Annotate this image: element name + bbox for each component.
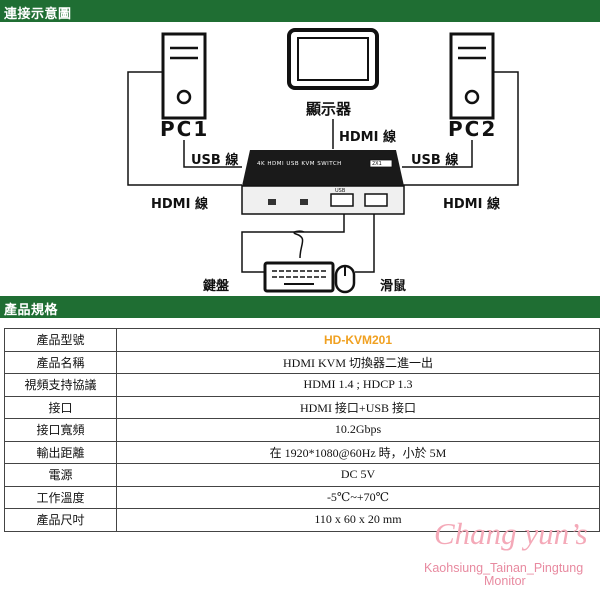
- spec-key: 產品名稱: [4, 350, 117, 374]
- spec-table: 產品型號 HD-KVM201 產品名稱 HDMI KVM 切換器二進一出 視頻支…: [4, 328, 600, 532]
- table-row: 產品型號 HD-KVM201: [4, 328, 600, 352]
- kvm-switch-icon: [241, 150, 405, 215]
- spec-key: 視頻支持協議: [4, 373, 117, 397]
- display-label: 顯示器: [306, 100, 352, 118]
- spec-key: 接口寬頻: [4, 418, 117, 442]
- spec-value: 在 1920*1080@60Hz 時，小於 5M: [116, 440, 600, 464]
- spec-value: HDMI 1.4 ; HDCP 1.3: [116, 373, 600, 397]
- spec-key: 產品型號: [4, 328, 117, 352]
- connection-diagram: 4K HDMI USB KVM SWITCH 2X1 USB PC1 PC2 顯…: [0, 22, 600, 296]
- hdmi-left-label: HDMI 線: [151, 197, 208, 212]
- switch-port-label: USB: [335, 188, 346, 194]
- monitor-icon: [287, 28, 379, 90]
- mouse-icon: [334, 264, 356, 294]
- keyboard-icon: [263, 261, 335, 293]
- cable-lines: [127, 71, 519, 273]
- usb-right-label: USB 線: [411, 153, 459, 168]
- spec-key: 電源: [4, 463, 117, 487]
- watermark-line1: Kaohsiung_Tainan_Pingtung: [424, 561, 584, 575]
- table-row: 接口 HDMI 接口+USB 接口: [4, 395, 600, 419]
- table-row: 輸出距離 在 1920*1080@60Hz 時，小於 5M: [4, 440, 600, 464]
- watermark: Chang yun’s Kaohsiung_Tainan_Pingtung Mo…: [420, 512, 600, 600]
- spec-value: 10.2Gbps: [116, 418, 600, 442]
- spec-key: 工作溫度: [4, 485, 117, 509]
- spec-value-model: HD-KVM201: [116, 328, 600, 352]
- spec-value: DC 5V: [116, 463, 600, 487]
- spec-title: 產品規格: [4, 303, 59, 318]
- watermark-line2: Monitor: [484, 574, 526, 588]
- table-row: 工作溫度 -5℃~+70℃: [4, 485, 600, 509]
- usb-left-label: USB 線: [191, 153, 239, 168]
- connection-diagram-header: 連接示意圖: [0, 0, 600, 22]
- spec-value: HDMI 接口+USB 接口: [116, 395, 600, 419]
- spec-value: HDMI KVM 切換器二進一出: [116, 350, 600, 374]
- table-row: 接口寬頻 10.2Gbps: [4, 418, 600, 442]
- switch-badge: 2X1: [372, 161, 382, 167]
- hdmi-right-label: HDMI 線: [443, 197, 500, 212]
- table-row: 產品名稱 HDMI KVM 切換器二進一出: [4, 350, 600, 374]
- table-row: 視頻支持協議 HDMI 1.4 ; HDCP 1.3: [4, 373, 600, 397]
- pc1-label: PC1: [160, 117, 210, 141]
- spec-key: 輸出距離: [4, 440, 117, 464]
- spec-value: 110 x 60 x 20 mm: [116, 508, 600, 532]
- table-row: 電源 DC 5V: [4, 463, 600, 487]
- table-row: 產品尺吋 110 x 60 x 20 mm: [4, 508, 600, 532]
- hdmi-display-label: HDMI 線: [339, 130, 396, 145]
- connection-diagram-title: 連接示意圖: [4, 7, 72, 22]
- spec-value: -5℃~+70℃: [116, 485, 600, 509]
- spec-header: 產品規格: [0, 296, 600, 318]
- switch-top-text: 4K HDMI USB KVM SWITCH: [257, 161, 342, 167]
- keyboard-label: 鍵盤: [203, 279, 230, 294]
- watermark-title: Chang yun’s: [434, 516, 588, 551]
- spec-key: 產品尺吋: [4, 508, 117, 532]
- connection-diagram-graphic: [127, 28, 519, 294]
- spec-key: 接口: [4, 395, 117, 419]
- pc1-tower-icon: [161, 32, 207, 120]
- mouse-label: 滑鼠: [380, 279, 407, 294]
- pc2-label: PC2: [448, 117, 498, 141]
- pc2-tower-icon: [449, 32, 495, 120]
